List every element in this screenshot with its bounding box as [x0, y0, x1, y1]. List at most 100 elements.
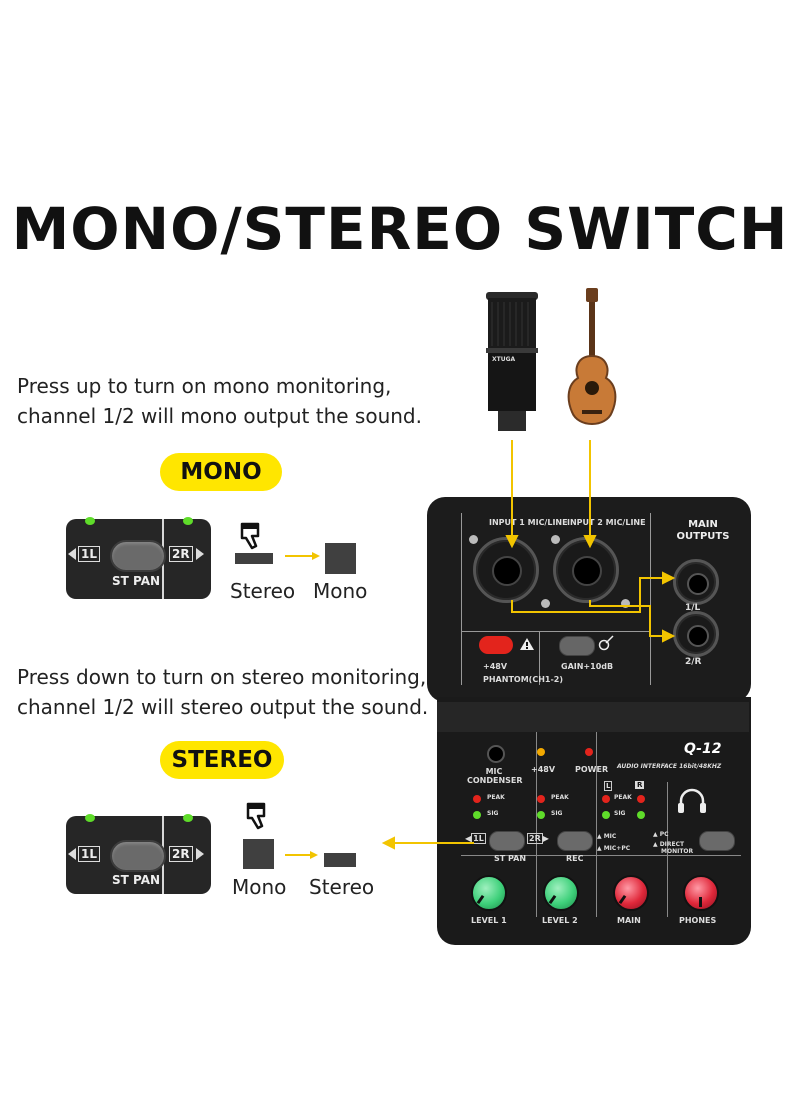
ch2-peak-led [537, 795, 545, 803]
rec-label: REC [566, 854, 584, 863]
screw-icon [469, 535, 478, 544]
ch1-peak-label: PEAK [487, 794, 505, 801]
sig-led-left [85, 814, 95, 822]
arrow-right-icon [196, 548, 204, 560]
main-r-peak-led [637, 795, 645, 803]
rec-button[interactable] [557, 831, 593, 851]
stereo-pill: STEREO [160, 741, 284, 779]
phantom-voltage-label: +48V [483, 662, 508, 671]
level2-label: LEVEL 2 [542, 916, 578, 925]
mono-switch-closeup: 1L 2R ST PAN [66, 517, 211, 599]
power-led [585, 748, 593, 756]
sig-led-right [183, 517, 193, 525]
rec-option-mic: ▲ MIC [597, 833, 617, 840]
main-knob-label: MAIN [617, 916, 641, 925]
device-lip [437, 702, 749, 732]
arrow-right-icon: ▶ [542, 834, 549, 843]
model-subtitle: AUDIO INTERFACE 16bit/48KHZ [617, 763, 722, 770]
hand-press-icon [240, 522, 260, 550]
st-pan-button[interactable] [489, 831, 525, 851]
direct-monitor-button[interactable] [699, 831, 735, 851]
output-right-label: 2/R [685, 657, 702, 667]
stereo-to-label: Stereo [309, 875, 375, 899]
front-divider [536, 732, 537, 917]
phantom-led [537, 748, 545, 756]
stereo-state-box [235, 553, 273, 564]
microphone-image [486, 292, 538, 431]
ch1-sig-led [473, 811, 481, 819]
guitar-icon [598, 635, 614, 651]
gain-label: GAIN+10dB [561, 662, 614, 671]
btn-1l-label: 1L [471, 833, 486, 844]
stereo-state-diagram [243, 802, 356, 869]
front-divider [667, 782, 668, 917]
st-pan-left-label: ◀1L [465, 833, 486, 844]
st-pan-switch-button[interactable] [110, 540, 166, 572]
rec-option-mic-text: MIC [603, 833, 617, 840]
mono-state-diagram [235, 522, 356, 574]
st-pan-switch-button[interactable] [110, 840, 166, 872]
switch-caption: ST PAN [112, 574, 161, 588]
hand-press-icon [246, 802, 266, 830]
model-name: Q-12 [684, 741, 722, 757]
led-power-label: POWER [575, 765, 609, 774]
state-arrow-head [310, 851, 318, 859]
btn-2r-label: 2R [527, 833, 543, 844]
output-right-jack[interactable] [673, 611, 719, 657]
front-h-divider [461, 855, 741, 856]
mic-condenser-jack[interactable] [487, 745, 505, 763]
main-peak-label: PEAK [614, 794, 632, 801]
switch-right-label: 2R [169, 546, 193, 562]
input1-label: INPUT 1 MIC/LINE [489, 518, 568, 527]
ch2-peak-label: PEAK [551, 794, 569, 801]
phones-knob[interactable] [683, 875, 719, 911]
stereo-state-box [324, 853, 356, 867]
rec-option-mic-pc-text: MIC+PC [603, 845, 631, 852]
main-outputs-line1: MAIN [688, 519, 718, 530]
ch1-peak-led [473, 795, 481, 803]
microphone-brand: XTUGA [492, 356, 516, 363]
mono-state-box [325, 543, 356, 574]
stereo-description-line2: channel 1/2 will stereo output the sound… [17, 695, 429, 719]
switch-caption: ST PAN [112, 873, 161, 887]
pc-label: ▲ PC [653, 831, 669, 838]
meter-r-label: R [635, 781, 645, 789]
sig-led-left [85, 517, 95, 525]
input2-combo-jack[interactable] [553, 537, 619, 603]
mono-description: Press up to turn on mono monitoring, cha… [17, 371, 447, 431]
ch2-sig-led [537, 811, 545, 819]
main-r-sig-led [637, 811, 645, 819]
phantom-label: PHANTOM(CH1-2) [483, 675, 563, 684]
state-arrow-head [312, 552, 320, 560]
mono-description-line2: channel 1/2 will mono output the sound. [17, 404, 422, 428]
arrow-left-icon [68, 848, 76, 860]
gain-boost-button[interactable] [559, 636, 595, 656]
phantom-power-button[interactable] [479, 636, 513, 654]
warning-icon [520, 638, 534, 650]
switch-right-label: 2R [169, 846, 193, 862]
arrow-right-icon [196, 848, 204, 860]
mono-description-line1: Press up to turn on mono monitoring, [17, 374, 392, 398]
level1-knob[interactable] [471, 875, 507, 911]
sig-led-right [183, 814, 193, 822]
page-title: MONO/STEREO SWITCH [11, 195, 789, 263]
screw-icon [541, 599, 550, 608]
ch1-sig-label: SIG [487, 810, 499, 817]
panel-border-h [461, 631, 650, 632]
switch-left-label: 1L [78, 546, 100, 562]
stereo-description: Press down to turn on stereo monitoring,… [17, 662, 447, 722]
switch-left-label: 1L [78, 846, 100, 862]
arrow-left-icon: ◀ [465, 834, 472, 843]
level2-knob[interactable] [543, 875, 579, 911]
main-knob[interactable] [613, 875, 649, 911]
led-48v-label: +48V [531, 765, 556, 774]
guitar-image [567, 288, 617, 425]
headphones-icon [678, 788, 706, 813]
main-outputs-label: MAIN OUTPUTS [659, 519, 747, 543]
input1-combo-jack[interactable] [473, 537, 539, 603]
ch2-sig-label: SIG [551, 810, 563, 817]
output-left-jack[interactable] [673, 559, 719, 605]
screw-icon [621, 599, 630, 608]
mic-condenser-line2: CONDENSER [467, 776, 523, 785]
output-left-label: 1/L [685, 603, 701, 613]
